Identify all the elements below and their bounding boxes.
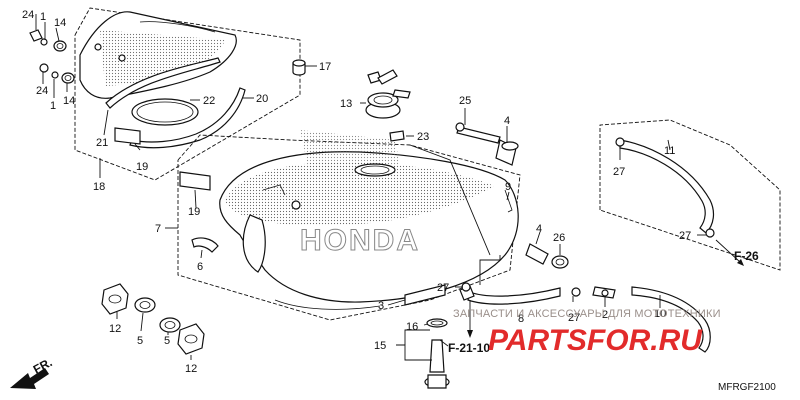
callout-14: 14 bbox=[63, 95, 75, 107]
collar-4-upper bbox=[495, 139, 519, 166]
callout-16: 16 bbox=[406, 321, 418, 333]
callout-labels: 24 1 14 24 1 14 17 22 20 21 19 18 7 19 6… bbox=[22, 9, 691, 375]
pad-6 bbox=[191, 237, 219, 253]
ref-f26: F-26 bbox=[734, 249, 759, 263]
callout-12: 12 bbox=[185, 363, 197, 375]
spring-23 bbox=[389, 130, 405, 142]
clip-27-lower bbox=[571, 287, 581, 297]
callout-8: 8 bbox=[518, 313, 524, 325]
diagram-code: MFRGF2100 bbox=[718, 382, 776, 393]
washer-1-top bbox=[40, 38, 48, 46]
ref-fr: FR. bbox=[31, 355, 55, 376]
callout-15: 15 bbox=[374, 340, 386, 352]
front-direction-arrow bbox=[10, 368, 49, 389]
ref-f2110: F-21-10 bbox=[448, 341, 490, 355]
callout-22: 22 bbox=[203, 95, 215, 107]
arrow-f26 bbox=[715, 239, 741, 263]
bolt-25 bbox=[455, 122, 501, 144]
washer-5-right bbox=[159, 317, 181, 333]
pad-19-top bbox=[114, 127, 141, 145]
hose-10 bbox=[631, 286, 711, 353]
callout-26: 26 bbox=[553, 232, 565, 244]
callout-23: 23 bbox=[417, 131, 429, 143]
callout-1: 1 bbox=[40, 11, 46, 23]
callout-7: 7 bbox=[155, 223, 161, 235]
hose-8 bbox=[467, 287, 561, 305]
clip-27-upper-right bbox=[615, 137, 625, 147]
tank-brand-logo: HONDA bbox=[300, 224, 420, 257]
fuel-unit-15 bbox=[424, 339, 450, 389]
clip-27-mid bbox=[461, 282, 471, 292]
collar-4-lower bbox=[525, 243, 549, 265]
group-outline-11 bbox=[599, 119, 781, 271]
callout-19: 19 bbox=[136, 161, 148, 173]
callout-17: 17 bbox=[319, 61, 331, 73]
washer-1-lower bbox=[51, 71, 59, 79]
watermark-caption: ЗАПЧАСТИ И АКСЕССУАРЫ ДЛЯ МОТОТЕХНИКИ bbox=[453, 308, 721, 320]
callout-5: 5 bbox=[164, 335, 170, 347]
ring-gasket-22 bbox=[131, 98, 199, 126]
grommet-14-top bbox=[53, 40, 67, 52]
callout-3: 3 bbox=[378, 300, 384, 312]
callout-27: 27 bbox=[437, 282, 449, 294]
callout-18: 18 bbox=[93, 181, 105, 193]
washer-5-left bbox=[134, 297, 156, 313]
callout-12: 12 bbox=[109, 323, 121, 335]
callout-21: 21 bbox=[96, 137, 108, 149]
callout-5: 5 bbox=[137, 335, 143, 347]
callout-13: 13 bbox=[340, 98, 352, 110]
fuel-cap-13 bbox=[365, 69, 411, 119]
arrow-f26-head bbox=[737, 259, 744, 266]
screw-24-lower bbox=[39, 63, 49, 73]
nut-12-right bbox=[177, 323, 205, 355]
callout-27: 27 bbox=[613, 166, 625, 178]
tank-top-cover bbox=[79, 11, 237, 99]
callout-27: 27 bbox=[568, 312, 580, 324]
fuel-tank: HONDA bbox=[219, 130, 519, 310]
nut-12-left bbox=[101, 283, 129, 315]
cap-17 bbox=[292, 59, 306, 76]
joint-2 bbox=[592, 286, 616, 299]
callout-10: 10 bbox=[654, 308, 666, 320]
group-outline-18 bbox=[74, 7, 301, 181]
callout-4: 4 bbox=[536, 223, 542, 235]
pad-19-lower bbox=[179, 171, 211, 191]
callout-4: 4 bbox=[504, 115, 510, 127]
callout-24: 24 bbox=[36, 85, 48, 97]
screw-24-top bbox=[29, 29, 43, 42]
nut-26 bbox=[551, 255, 569, 269]
callout-25: 25 bbox=[459, 95, 471, 107]
strip-21 bbox=[105, 57, 221, 109]
clip-27-right bbox=[705, 228, 715, 238]
callout-24: 24 bbox=[22, 9, 34, 21]
callout-19: 19 bbox=[188, 206, 200, 218]
grommet-14-lower bbox=[61, 72, 75, 84]
plate-3 bbox=[404, 284, 446, 306]
callout-27: 27 bbox=[679, 230, 691, 242]
callout-2: 2 bbox=[602, 309, 608, 321]
bracket-9 bbox=[504, 189, 513, 213]
callout-6: 6 bbox=[197, 261, 203, 273]
watermark-logo: PARTSFOR.RU bbox=[488, 324, 703, 357]
callout-1: 1 bbox=[50, 100, 56, 112]
callout-11: 11 bbox=[664, 145, 675, 157]
callout-20: 20 bbox=[256, 93, 268, 105]
callout-14: 14 bbox=[54, 17, 66, 29]
hose-11 bbox=[619, 139, 715, 234]
o-ring-16 bbox=[426, 318, 448, 328]
callout-9: 9 bbox=[505, 181, 511, 193]
leader-lines bbox=[35, 14, 706, 361]
